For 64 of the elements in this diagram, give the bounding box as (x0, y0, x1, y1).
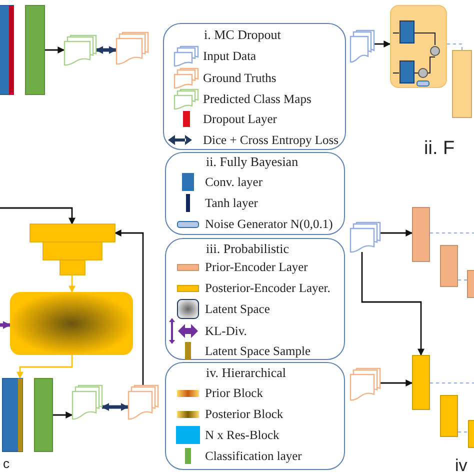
arrow (114, 230, 144, 385)
arrow (53, 412, 73, 418)
legend-label: KL-Div. (205, 323, 247, 339)
legend-label: Predicted Class Maps (203, 91, 312, 107)
legend-label: Input Data (203, 48, 256, 64)
panel-label: c (3, 456, 10, 471)
legend-label: Posterior-Encoder Layer. (205, 280, 330, 296)
page-stack (72, 385, 102, 419)
legend-label: Noise Generator N(0,0.1) (205, 216, 333, 232)
page-stack (64, 35, 96, 65)
legend-label: Conv. layer (205, 174, 263, 190)
arrow (361, 252, 424, 356)
panel-label: ii. F (424, 138, 455, 160)
layer-bar (0, 5, 14, 95)
layer-bar (25, 5, 45, 95)
arrow (374, 40, 391, 48)
legend-label: Classification layer (205, 448, 302, 464)
block-drawing (390, 5, 447, 88)
arrow (101, 403, 129, 411)
legend-label: Dice + Cross Entropy Loss (203, 132, 339, 148)
legend-label: Tanh layer (205, 195, 258, 211)
legend-label: Prior-Encoder Layer (205, 259, 308, 275)
pyramid-block (30, 224, 115, 275)
layer-bar (440, 395, 458, 437)
dashed-line (430, 382, 474, 384)
layer-bar (412, 355, 430, 410)
arrow (95, 46, 117, 54)
layer-bar (452, 50, 472, 118)
arrow (45, 46, 65, 54)
panel-title: iv. Hierarchical (206, 365, 286, 381)
layer-bar (34, 378, 53, 452)
page-stack (350, 30, 374, 62)
legend-label: Latent Space Sample (205, 343, 311, 359)
panel-label: iv (455, 456, 468, 474)
legend-panel (163, 23, 346, 150)
arrow (380, 380, 413, 386)
legend-panel (165, 238, 345, 360)
arrow (68, 275, 76, 293)
arrow (380, 230, 413, 236)
dashed-line (430, 232, 474, 234)
legend-label: Posterior Block (205, 406, 284, 422)
page-stack (350, 368, 380, 400)
legend-label: Ground Truths (203, 70, 276, 86)
page-stack (116, 32, 148, 64)
legend-label: Prior Block (205, 385, 263, 401)
legend-panel (165, 152, 345, 235)
page-stack (128, 385, 158, 419)
page-stack (350, 222, 380, 252)
layer-bar (440, 245, 458, 287)
arrow (16, 355, 73, 379)
legend-label: N x Res-Block (205, 427, 280, 443)
panel-title: iii. Probabilistic (206, 241, 290, 257)
dashed-line (446, 44, 462, 50)
panel-title: i. MC Dropout (204, 27, 281, 43)
legend-label: Dropout Layer (203, 111, 277, 127)
legend-label: Latent Space (205, 301, 270, 317)
panel-title: ii. Fully Bayesian (206, 154, 298, 170)
layer-bar (412, 207, 430, 262)
legend-panel (165, 362, 345, 470)
layer-bar (467, 270, 474, 298)
arrow (0, 207, 76, 225)
layer-bar (2, 378, 23, 452)
arrow (0, 321, 11, 329)
latent-space-box (10, 292, 133, 355)
